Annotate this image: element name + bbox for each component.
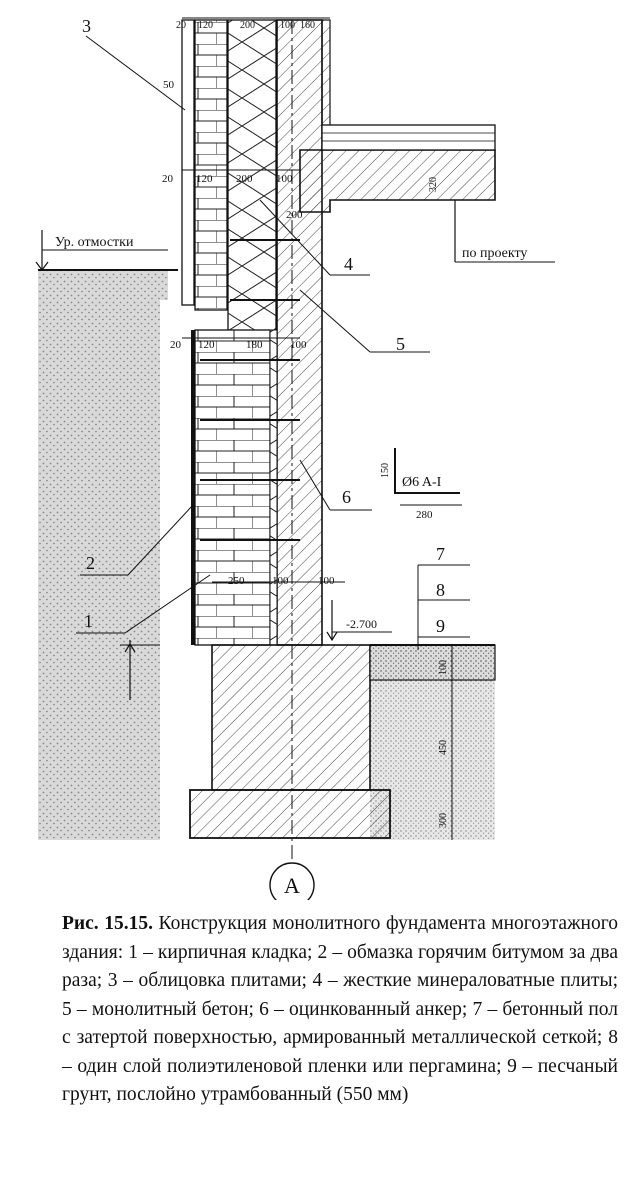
axis-marker-label: A xyxy=(284,873,300,898)
foundation-section-drawing: A 20 120 200 100 160 50 20 120 200 100 2… xyxy=(35,16,555,900)
bitumen-coating xyxy=(191,330,195,645)
callout-5: 5 xyxy=(396,334,405,354)
level-mark-label: -2.700 xyxy=(346,617,377,631)
dim-mid-4: 100 xyxy=(276,173,293,185)
dim-top-4: 100 xyxy=(280,20,295,31)
facing-panel xyxy=(181,19,195,306)
callout-4: 4 xyxy=(344,254,353,274)
callout-7: 7 xyxy=(436,544,445,564)
dim-facing-gap: 50 xyxy=(163,79,175,91)
dim-footing-height: 300 xyxy=(438,813,449,828)
callout-6: 6 xyxy=(342,487,351,507)
floor-finish xyxy=(321,124,496,151)
dim-lower-1: 20 xyxy=(170,339,182,351)
upper-concrete-extension xyxy=(321,19,331,131)
dim-top-3: 200 xyxy=(240,20,255,31)
axis-marker-circle xyxy=(269,862,315,900)
caption-number: Рис. 15.15. xyxy=(62,913,153,934)
dim-slab-depth: 320 xyxy=(428,177,439,192)
anchor-spec-label: Ø6 A-I xyxy=(402,475,442,490)
dim-slab: 200 xyxy=(286,209,303,221)
callout-1: 1 xyxy=(84,611,93,631)
callout-8: 8 xyxy=(436,580,445,600)
soil-fill xyxy=(38,270,168,840)
dim-lower-4: 100 xyxy=(290,339,307,351)
dim-sand-layer: 450 xyxy=(438,740,449,755)
lower-brick-layer xyxy=(194,329,271,646)
floor-slab xyxy=(299,149,496,213)
ground-level-label: Ур. отмостки xyxy=(55,235,134,250)
upper-insulation-layer xyxy=(227,19,277,341)
figure-caption: Рис. 15.15. Конструкция монолитного фунд… xyxy=(62,910,618,1110)
dim-top-2: 120 xyxy=(198,20,213,31)
concrete-wall xyxy=(276,19,323,646)
dim-top-5: 160 xyxy=(300,20,315,31)
anchor-detail xyxy=(394,448,460,494)
anchor-length-dim: 280 xyxy=(416,509,433,521)
dim-base-2: 100 xyxy=(272,575,289,587)
dim-mid-3: 200 xyxy=(236,173,253,185)
caption-text: Конструкция монолитного фундамента много… xyxy=(62,913,618,1105)
interior-floor-layer xyxy=(369,644,496,681)
callout-9: 9 xyxy=(436,616,445,636)
by-project-label: по проекту xyxy=(462,246,527,261)
dim-mid-2: 120 xyxy=(196,173,213,185)
dim-floor-layer: 100 xyxy=(438,660,449,675)
callout-2: 2 xyxy=(86,553,95,573)
callout-3: 3 xyxy=(82,16,91,36)
foundation-footing xyxy=(189,789,391,839)
anchor-height-dim: 150 xyxy=(380,463,391,478)
upper-brick-layer xyxy=(194,19,228,311)
dim-lower-2: 120 xyxy=(198,339,215,351)
dim-base-1: 250 xyxy=(228,575,245,587)
dim-top-1: 20 xyxy=(176,20,186,31)
dim-mid-1: 20 xyxy=(162,173,174,185)
dim-base-3: 100 xyxy=(318,575,335,587)
dim-lower-3: 180 xyxy=(246,339,263,351)
foundation-wall xyxy=(211,644,371,791)
lower-insulation-layer xyxy=(269,329,278,646)
